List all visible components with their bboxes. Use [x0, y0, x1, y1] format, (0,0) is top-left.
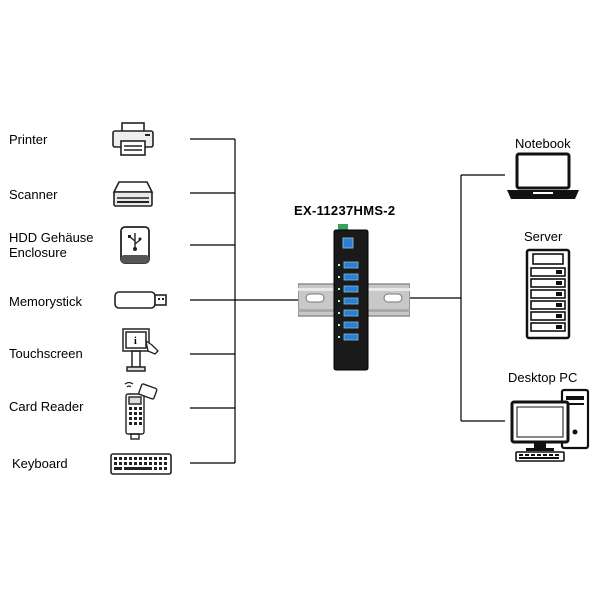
usb-hub-device: [298, 224, 410, 371]
power-terminal: [338, 224, 348, 232]
upstream-port: [342, 237, 354, 249]
device-label-server: Server: [524, 229, 563, 244]
svg-text:i: i: [134, 336, 137, 347]
usb-stick-icon: [114, 291, 167, 309]
desktop-pc-icon: [510, 388, 590, 462]
device-label-card-reader: Card Reader: [9, 399, 84, 414]
printer-icon: [112, 122, 154, 156]
device-label-touchscreen: Touchscreen: [9, 346, 83, 361]
card-reader-icon: [124, 381, 158, 440]
device-label-notebook: Notebook: [515, 136, 571, 151]
notebook-icon: [507, 152, 579, 199]
device-label-desktop-pc: Desktop PC: [508, 370, 578, 385]
downstream-ports: [343, 261, 359, 341]
device-label-hdd-enclosure: HDD Gehäuse Enclosure: [9, 230, 94, 260]
server-icon: [525, 248, 571, 340]
hub-model-title: EX-11237HMS-2: [294, 203, 396, 218]
hdd-enclosure-icon: [120, 226, 150, 264]
keyboard-icon: [110, 453, 172, 475]
device-label-keyboard: Keyboard: [12, 456, 68, 471]
device-label-printer: Printer: [9, 132, 48, 147]
device-label-scanner: Scanner: [9, 187, 58, 202]
touchscreen-kiosk-icon: i: [122, 328, 159, 372]
scanner-icon: [112, 181, 154, 207]
device-label-memorystick: Memorystick: [9, 294, 82, 309]
